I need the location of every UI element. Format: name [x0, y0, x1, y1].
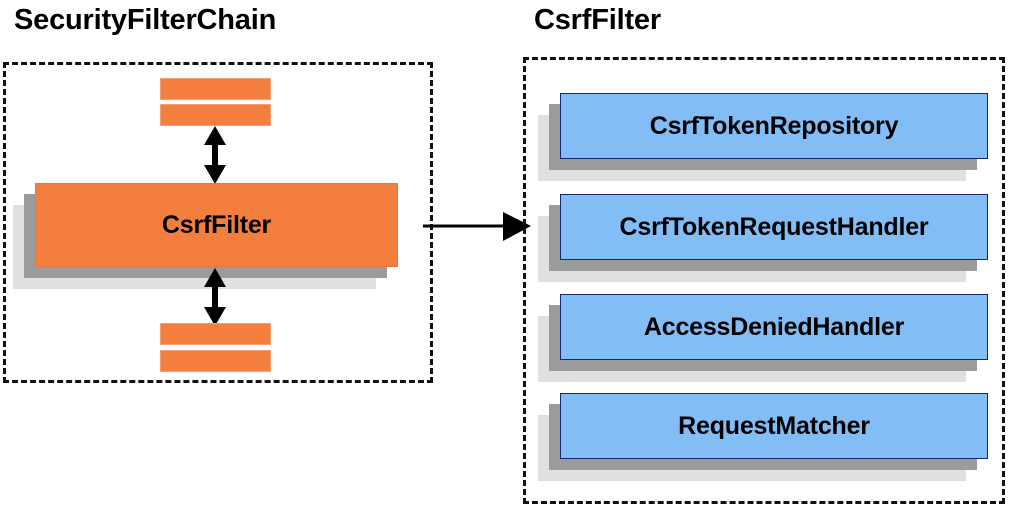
double-arrow-upper [204, 126, 226, 184]
card-face: CsrfTokenRepository [560, 93, 988, 159]
component-csrf-token-repository[interactable]: CsrfTokenRepository [538, 93, 988, 181]
component-csrf-token-request-handler[interactable]: CsrfTokenRequestHandler [538, 194, 988, 282]
filter-stub-bottom-2 [160, 350, 271, 372]
filter-stub-bottom-1 [160, 323, 271, 345]
filter-stub-top-1 [160, 78, 271, 100]
component-label: CsrfTokenRepository [649, 111, 899, 140]
card-face: CsrfFilter [35, 183, 398, 267]
component-label: AccessDeniedHandler [643, 312, 905, 341]
connector-chain-to-csrf-filter [423, 212, 531, 241]
card-face: CsrfTokenRequestHandler [560, 194, 988, 260]
component-label: RequestMatcher [678, 411, 870, 440]
filter-stub-top-2 [160, 104, 271, 126]
component-csrf-filter[interactable]: CsrfFilter [13, 183, 398, 289]
panel-csrf-filter [523, 57, 1005, 504]
component-request-matcher[interactable]: RequestMatcher [538, 393, 988, 481]
component-label: CsrfTokenRequestHandler [619, 212, 929, 241]
panel-title-security-filter-chain: SecurityFilterChain [14, 4, 277, 36]
card-face: AccessDeniedHandler [560, 294, 988, 360]
panel-security-filter-chain [3, 62, 433, 383]
panel-title-csrf-filter: CsrfFilter [534, 4, 661, 36]
component-label: CsrfFilter [161, 210, 272, 239]
card-face: RequestMatcher [560, 393, 988, 459]
component-access-denied-handler[interactable]: AccessDeniedHandler [538, 294, 988, 382]
double-arrow-lower [204, 268, 226, 326]
